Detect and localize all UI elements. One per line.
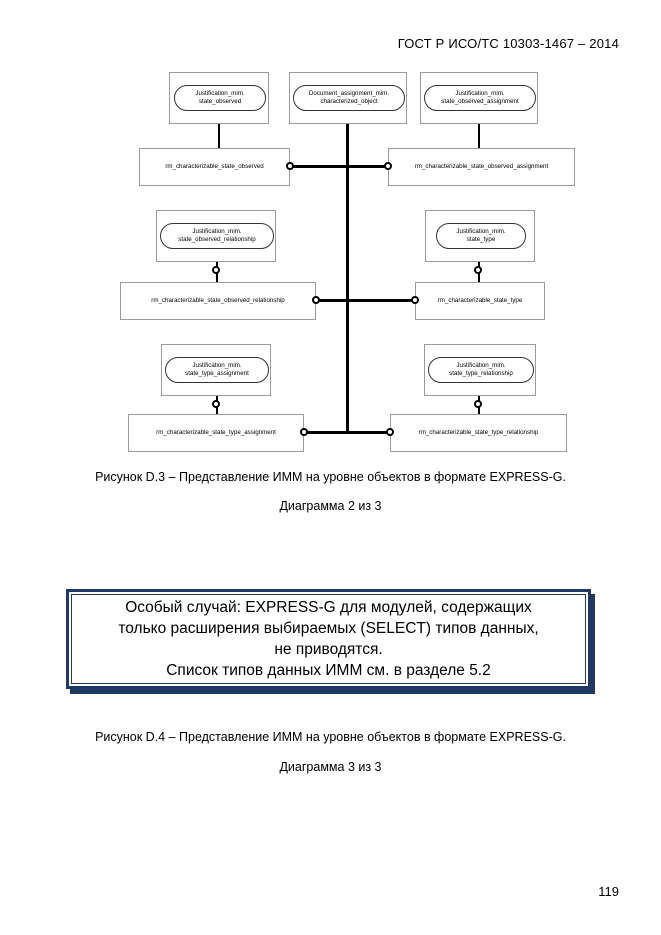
callout-line: только расширения выбираемых (SELECT) ти… bbox=[118, 620, 539, 637]
connector-branch bbox=[316, 299, 348, 302]
schema-ref-capsule: Document_assignment_mim. characterized_o… bbox=[293, 85, 405, 111]
connector-branch bbox=[304, 431, 348, 434]
express-g-diagram: Justification_mim. state_observed Docume… bbox=[0, 62, 661, 462]
connector-branch bbox=[346, 299, 417, 302]
figure-subcaption-d4: Диаграмма 3 из 3 bbox=[279, 760, 382, 774]
connector-dot bbox=[474, 266, 482, 274]
entity-box-state-observed-assignment: rm_characterizable_state_observed_assign… bbox=[388, 148, 575, 186]
schema-ref-line2: characterized_object bbox=[320, 98, 378, 105]
entity-label: rm_characterizable_state_type_relationsh… bbox=[418, 429, 539, 436]
connector-dot bbox=[474, 400, 482, 408]
connector-dot bbox=[212, 400, 220, 408]
connector-branch bbox=[290, 165, 348, 168]
schema-ref-line1: Document_assignment_mim. bbox=[308, 89, 390, 97]
schema-ref-line2: state_observed bbox=[198, 98, 242, 105]
connector-dot bbox=[212, 266, 220, 274]
connector-stub bbox=[478, 124, 480, 148]
figure-caption-d4: Рисунок D.4 – Представление ИММ на уровн… bbox=[95, 730, 566, 744]
entity-label: rm_characterizable_state_type bbox=[437, 297, 523, 304]
entity-box-state-type: rm_characterizable_state_type bbox=[415, 282, 545, 320]
schema-ref-capsule: Justification_mim. state_type_assignment bbox=[165, 357, 269, 383]
schema-ref-box-state-type: Justification_mim. state_type bbox=[425, 210, 535, 262]
schema-ref-box-state-observed: Justification_mim. state_observed bbox=[169, 72, 269, 124]
schema-ref-line2: state_observed_assignment bbox=[441, 98, 519, 105]
schema-ref-line2: state_type_assignment bbox=[185, 370, 249, 377]
callout-line: Список типов данных ИММ см. в разделе 5.… bbox=[166, 662, 491, 679]
connector-branch bbox=[346, 431, 392, 434]
connector-dot bbox=[386, 428, 394, 436]
special-case-callout: Особый случай: EXPRESS-G для модулей, со… bbox=[66, 589, 591, 689]
entity-box-state-type-relationship: rm_characterizable_state_type_relationsh… bbox=[390, 414, 567, 452]
schema-ref-line1: Justification_mim. bbox=[192, 361, 242, 369]
entity-box-state-observed-relationship: rm_characterizable_state_observed_relati… bbox=[120, 282, 316, 320]
schema-ref-capsule: Justification_mim. state_type bbox=[436, 223, 526, 249]
connector-trunk bbox=[346, 124, 349, 434]
schema-ref-line2: state_type_relationship bbox=[449, 370, 513, 377]
schema-ref-capsule: Justification_mim. state_observed_assign… bbox=[424, 85, 536, 111]
schema-ref-line1: Justification_mim. bbox=[456, 361, 506, 369]
schema-ref-capsule: Justification_mim. state_observed_relati… bbox=[160, 223, 274, 249]
schema-ref-capsule: Justification_mim. state_observed bbox=[174, 85, 266, 111]
entity-label: rm_characterizable_state_type_assignment bbox=[156, 429, 276, 436]
connector-dot bbox=[411, 296, 419, 304]
connector-dot bbox=[286, 162, 294, 170]
entity-label: rm_characterizable_state_observed bbox=[165, 163, 264, 170]
schema-ref-line1: Justification_mim. bbox=[192, 227, 242, 235]
callout-line: Особый случай: EXPRESS-G для модулей, со… bbox=[125, 599, 532, 616]
entity-label: rm_characterizable_state_observed_relati… bbox=[151, 297, 285, 304]
page-header: ГОСТ Р ИСО/ТС 10303-1467 – 2014 bbox=[397, 36, 619, 51]
schema-ref-capsule: Justification_mim. state_type_relationsh… bbox=[428, 357, 534, 383]
schema-ref-line1: Justification_mim. bbox=[456, 227, 506, 235]
schema-ref-box-state-type-relationship: Justification_mim. state_type_relationsh… bbox=[424, 344, 536, 396]
schema-ref-box-state-observed-assignment: Justification_mim. state_observed_assign… bbox=[420, 72, 538, 124]
schema-ref-box-state-observed-relationship: Justification_mim. state_observed_relati… bbox=[156, 210, 276, 262]
schema-ref-line1: Justification_mim. bbox=[455, 89, 505, 97]
connector-branch bbox=[346, 165, 390, 168]
entity-label: rm_characterizable_state_observed_assign… bbox=[414, 163, 549, 170]
entity-box-state-type-assignment: rm_characterizable_state_type_assignment bbox=[128, 414, 304, 452]
callout-line: не приводятся. bbox=[274, 641, 383, 658]
schema-ref-box-state-type-assignment: Justification_mim. state_type_assignment bbox=[161, 344, 271, 396]
schema-ref-line2: state_observed_relationship bbox=[178, 236, 256, 243]
figure-subcaption-d3: Диаграмма 2 из 3 bbox=[279, 499, 382, 513]
page-number: 119 bbox=[598, 884, 619, 899]
figure-caption-d3: Рисунок D.3 – Представление ИММ на уровн… bbox=[95, 470, 566, 484]
schema-ref-line2: state_type bbox=[466, 236, 496, 243]
schema-ref-line1: Justification_mim. bbox=[195, 89, 245, 97]
entity-box-state-observed: rm_characterizable_state_observed bbox=[139, 148, 290, 186]
connector-dot bbox=[312, 296, 320, 304]
connector-dot bbox=[300, 428, 308, 436]
schema-ref-box-characterized-object: Document_assignment_mim. characterized_o… bbox=[289, 72, 407, 124]
connector-dot bbox=[384, 162, 392, 170]
connector-stub bbox=[218, 124, 220, 148]
callout-inner-border: Особый случай: EXPRESS-G для модулей, со… bbox=[71, 594, 586, 684]
